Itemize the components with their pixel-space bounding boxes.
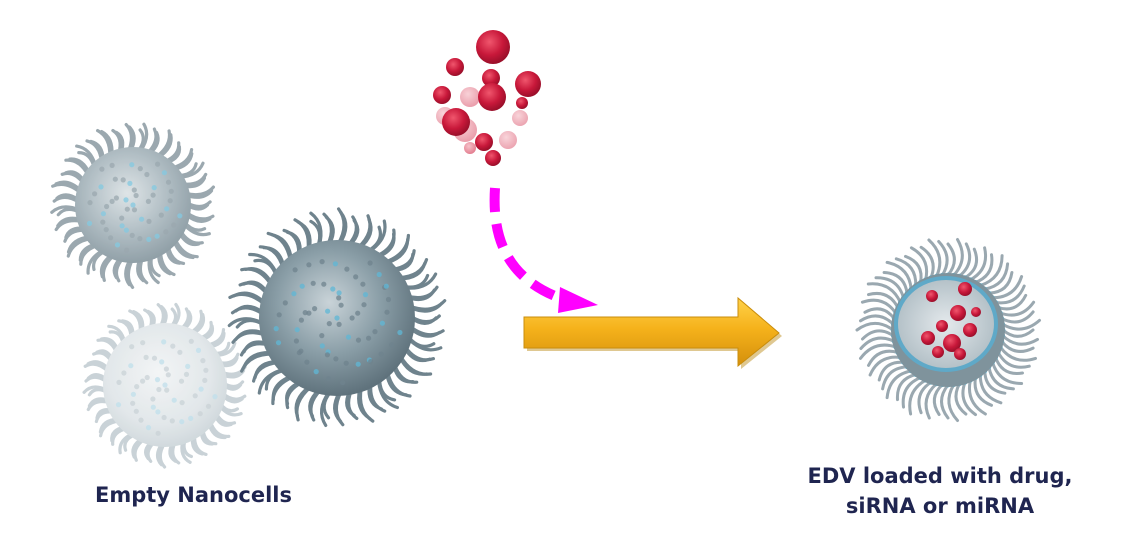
loaded-edv-caption: EDV loaded with drug, siRNA or miRNA bbox=[790, 461, 1090, 521]
empty-nanocell-large-icon bbox=[227, 207, 447, 427]
empty-nanocell-pale-icon bbox=[82, 302, 247, 469]
loading-direction-arrow bbox=[489, 187, 598, 313]
empty-nanocells-caption: Empty Nanocells bbox=[95, 483, 293, 507]
loaded-edv-caption-line-1: EDV loaded with drug, bbox=[807, 464, 1073, 488]
drug-particle-cluster-icon bbox=[433, 30, 541, 166]
loaded-edv-icon bbox=[855, 238, 1041, 422]
loaded-edv-caption-line-2: siRNA or miRNA bbox=[845, 494, 1035, 518]
process-arrow bbox=[523, 296, 782, 369]
empty-nanocell-icon bbox=[50, 122, 215, 289]
